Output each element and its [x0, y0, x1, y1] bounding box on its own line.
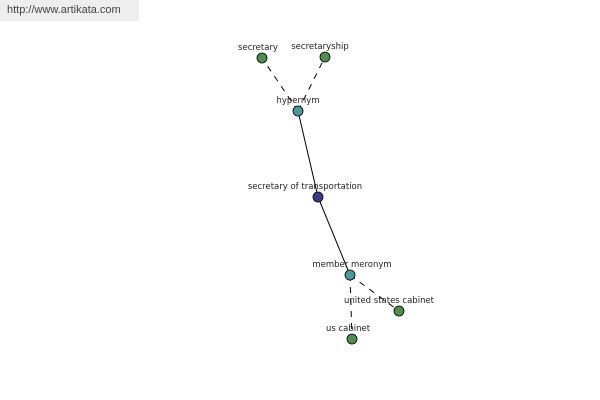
node-secretaryship[interactable]: [319, 51, 331, 63]
node-secretary[interactable]: [256, 52, 268, 64]
edge-center-to-hypernym: [297, 110, 319, 198]
source-url-text[interactable]: http://www.artikata.com: [7, 4, 121, 16]
node-us-cabinet[interactable]: [346, 333, 358, 345]
edges-layer: [261, 56, 400, 340]
url-banner: http://www.artikata.com: [0, 0, 139, 21]
node-member-meronym[interactable]: [344, 269, 356, 281]
edge-center-to-member-meronym: [317, 196, 351, 276]
node-label-member-meronym: member meronym: [312, 260, 391, 270]
node-center[interactable]: [312, 191, 324, 203]
nodes-layer: [256, 51, 405, 345]
node-label-hypernym: hypernym: [276, 96, 319, 106]
node-label-us-cabinet: us cabinet: [326, 324, 371, 334]
edge-member-meronym-to-united-states-cabinet: [349, 274, 400, 312]
node-hypernym[interactable]: [292, 105, 304, 117]
edge-hypernym-to-secretaryship: [297, 56, 326, 112]
labels-layer: secretary of transportation hypernym secre…: [238, 42, 435, 334]
node-united-states-cabinet[interactable]: [393, 305, 405, 317]
node-label-secretaryship: secretaryship: [291, 42, 349, 52]
node-label-center: secretary of transportation: [248, 182, 362, 192]
edge-member-meronym-to-us-cabinet: [349, 274, 353, 340]
node-label-secretary: secretary: [238, 43, 278, 53]
node-label-united-states-cabinet: united states cabinet: [344, 296, 435, 306]
edge-hypernym-to-secretary: [261, 57, 299, 112]
